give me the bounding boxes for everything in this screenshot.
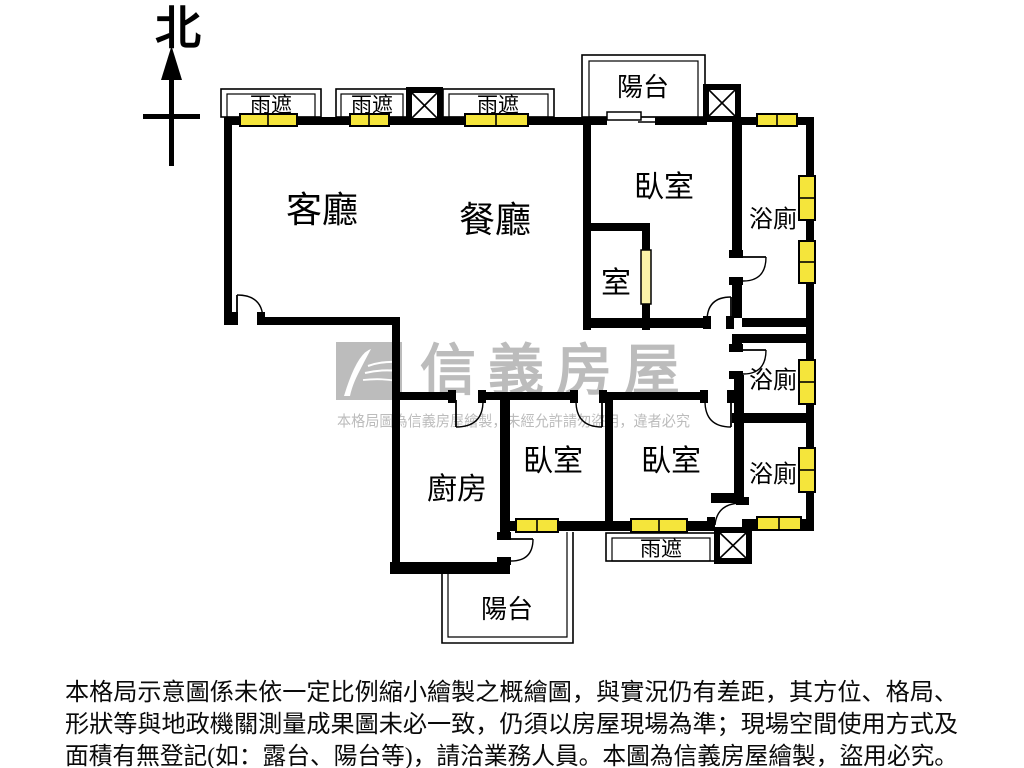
living-room-label: 客廳 <box>286 190 358 230</box>
kitchen-door <box>448 390 486 428</box>
kitchen-label: 廚房 <box>427 473 487 506</box>
canopy-box-bottom: 雨遮 <box>605 532 717 562</box>
watermark-notice-text: 本格局圖為信義房屋繪製，未經允許請勿盜用，違者必究 <box>337 412 690 430</box>
shaft-box-top-right <box>703 84 741 122</box>
north-label: 北 <box>155 3 201 54</box>
disclaimer-line-1: 本格局示意圖係未依一定比例縮小繪製之概繪圖，與實況仍有差距，其方位、格局、 <box>65 679 958 706</box>
sinyi-logo-icon <box>336 342 402 400</box>
bedroom-right-label: 臥室 <box>641 445 701 478</box>
svg-text:雨遮: 雨遮 <box>640 537 682 561</box>
shaft-boxes <box>406 84 752 564</box>
bedroom-right-door <box>700 390 735 428</box>
bath-bottom-label: 浴廁 <box>749 461 797 488</box>
balcony-bottom-outline <box>441 532 574 644</box>
watermark: 信義房屋 本格局圖為信義房屋繪製，未經允許請勿盜用，違者必究 <box>336 341 690 430</box>
bedroom-top-door <box>703 296 734 329</box>
bath-mid-door <box>729 344 767 379</box>
bath-top-label: 浴廁 <box>749 206 797 233</box>
dining-room-label: 餐廳 <box>459 200 531 240</box>
canopy-box-1: 雨遮 <box>220 88 322 118</box>
inner-room-label: 室 <box>601 267 631 300</box>
canopy-box-3: 雨遮 <box>442 88 555 118</box>
shaft-box-top-middle <box>406 87 443 124</box>
entry-door <box>230 294 265 325</box>
kitchen-balcony-door <box>497 532 534 565</box>
balcony-bottom-label: 陽台 <box>481 595 533 624</box>
bedroom-mid-door <box>570 390 607 428</box>
bath-top-door <box>729 250 767 285</box>
inner-room-sliding-panel <box>640 249 652 305</box>
bedroom-mid-label: 臥室 <box>523 445 583 478</box>
balcony-top-outline <box>581 54 706 118</box>
disclaimer-line-2: 形狀等與地政機關測量成果圖未必一致，仍須以房屋現場為準；現場空間使用方式及 <box>65 711 958 738</box>
room-labels: 客廳 餐廳 臥室 臥室 臥室 室 廚房 浴廁 浴廁 浴廁 陽台 陽台 <box>286 73 797 624</box>
disclaimer-line-3: 面積有無登記(如：露台、陽台等)，請洽業務人員。本圖為信義房屋繪製，盜用必究。 <box>65 743 958 768</box>
balcony-sliding-door <box>606 111 655 123</box>
disclaimer: 本格局示意圖係未依一定比例縮小繪製之概繪圖，與實況仍有差距，其方位、格局、 形狀… <box>65 679 958 768</box>
bath-bottom-door <box>707 497 749 530</box>
doors <box>230 250 767 565</box>
bath-mid-label: 浴廁 <box>749 367 797 394</box>
north-arrowhead <box>161 46 182 80</box>
canopy-box-2: 雨遮 <box>335 88 409 118</box>
balcony-top-label: 陽台 <box>617 73 669 102</box>
window-dividers <box>267 114 815 532</box>
bedroom-top-label: 臥室 <box>634 171 694 204</box>
shaft-box-bottom-right <box>714 527 752 564</box>
north-arrow: 北 <box>143 3 201 166</box>
